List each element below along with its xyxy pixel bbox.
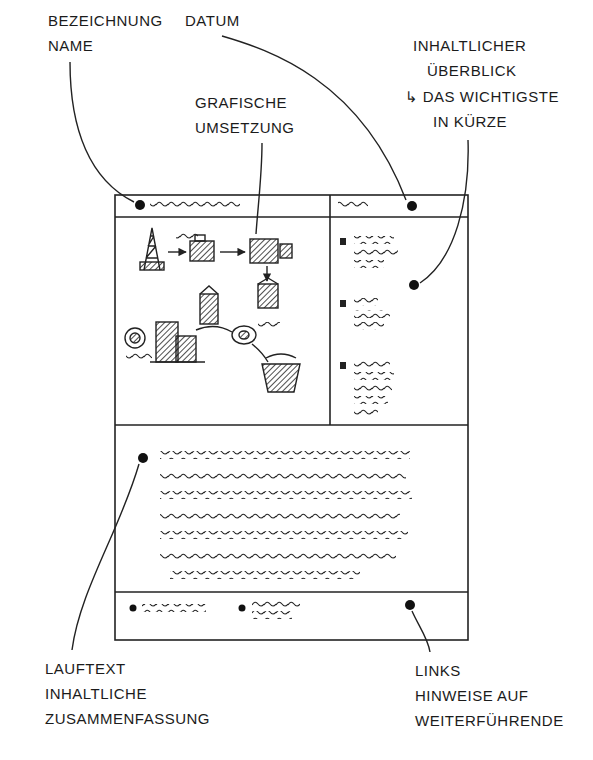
sketch-illustration (125, 228, 300, 392)
marker-dot (130, 200, 420, 612)
annotation-label: ↳ DAS WICHTIGSTE IN KÜRZE (405, 84, 559, 134)
scribble-text (160, 451, 412, 579)
scribble-text (142, 599, 300, 619)
annotation-label: DATUM (185, 8, 240, 33)
annotation-label: LAUFTEXT INHALTLICHE ZUSAMMENFASSUNG (45, 656, 210, 731)
bullet-list (340, 236, 398, 416)
card-frame (115, 195, 468, 640)
annotation-label: INHALTLICHER ÜBERBLICK (413, 33, 526, 83)
leader-line (70, 36, 468, 652)
annotation-label: GRAFISCHE UMSETZUNG (195, 90, 295, 140)
annotation-label: LINKS HINWEISE AUF WEITERFÜHRENDE (415, 658, 564, 733)
annotation-label: BEZEICHNUNG NAME (48, 8, 163, 58)
